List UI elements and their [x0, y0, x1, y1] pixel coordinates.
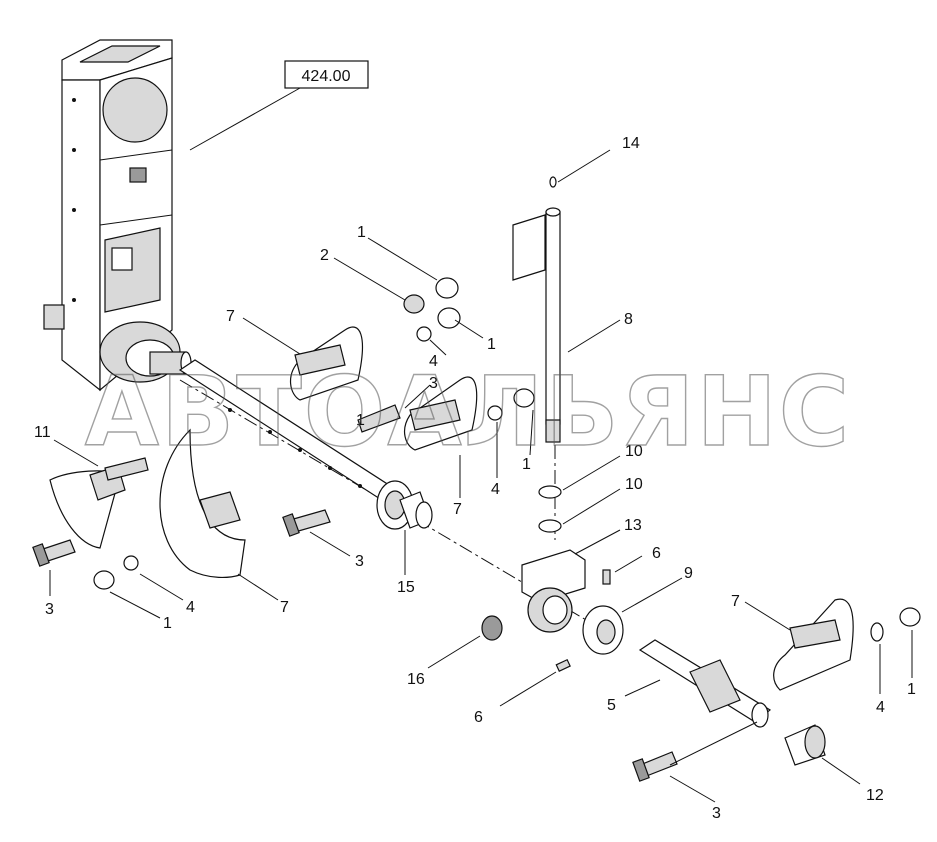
nuts [93, 277, 921, 642]
callout-4-b: 4 [491, 481, 500, 498]
callout-numbers: 1 2 1 7 4 1 3 7 1 4 8 14 10 10 11 3 4 1 … [34, 135, 916, 822]
callout-10-b: 10 [625, 476, 643, 493]
grub-screw-upper [602, 569, 611, 585]
callout-16: 16 [407, 671, 425, 688]
callout-1-d: 1 [356, 412, 365, 429]
callout-8: 8 [624, 311, 633, 328]
callout-9: 9 [684, 565, 693, 582]
callout-1-c: 1 [522, 456, 531, 473]
callout-1-b: 1 [487, 336, 496, 353]
callout-7-d: 7 [731, 593, 740, 610]
collar-9 [582, 605, 624, 655]
gearbox-housing [43, 39, 192, 392]
callout-4-c: 4 [186, 599, 195, 616]
knife-blade-middle [403, 376, 478, 451]
callout-7-b: 7 [453, 501, 462, 518]
bolts [32, 404, 678, 782]
leader-lines [49, 149, 913, 803]
knife-blade-large [159, 428, 246, 578]
callout-15: 15 [397, 579, 415, 596]
watermark: АВТОАЛЬЯНС [85, 356, 851, 468]
lower-shaft [638, 639, 772, 728]
knife-blade-right [773, 598, 854, 691]
bearing-housing [521, 549, 586, 633]
reference-box-label: 424.00 [302, 68, 351, 85]
callout-2: 2 [320, 247, 329, 264]
callout-1-f: 1 [907, 681, 916, 698]
pin-14 [549, 176, 557, 188]
callout-13: 13 [624, 517, 642, 534]
washers-10 [538, 485, 562, 533]
knife-blade-upper [290, 326, 364, 401]
callout-14: 14 [622, 135, 640, 152]
callout-5: 5 [607, 697, 616, 714]
callout-3-a: 3 [429, 375, 438, 392]
callout-12: 12 [866, 787, 884, 804]
callout-3-c: 3 [355, 553, 364, 570]
callout-7-c: 7 [280, 599, 289, 616]
grub-screw-lower [555, 658, 571, 672]
callout-3-d: 3 [712, 805, 721, 822]
pin-12 [784, 724, 826, 766]
callout-1-a: 1 [357, 224, 366, 241]
vertical-rod [512, 207, 561, 443]
callout-6-a: 6 [652, 545, 661, 562]
callout-11: 11 [34, 424, 51, 441]
callout-6-b: 6 [474, 709, 483, 726]
callout-7-a: 7 [226, 308, 235, 325]
main-shaft [178, 359, 433, 530]
reference-box: 424.00 [189, 60, 369, 151]
callout-10-a: 10 [625, 443, 643, 460]
callout-4-d: 4 [876, 699, 885, 716]
plug-16 [481, 615, 503, 641]
callout-4-a: 4 [429, 353, 438, 370]
callout-3-b: 3 [45, 601, 54, 618]
callout-1-e: 1 [163, 615, 172, 632]
